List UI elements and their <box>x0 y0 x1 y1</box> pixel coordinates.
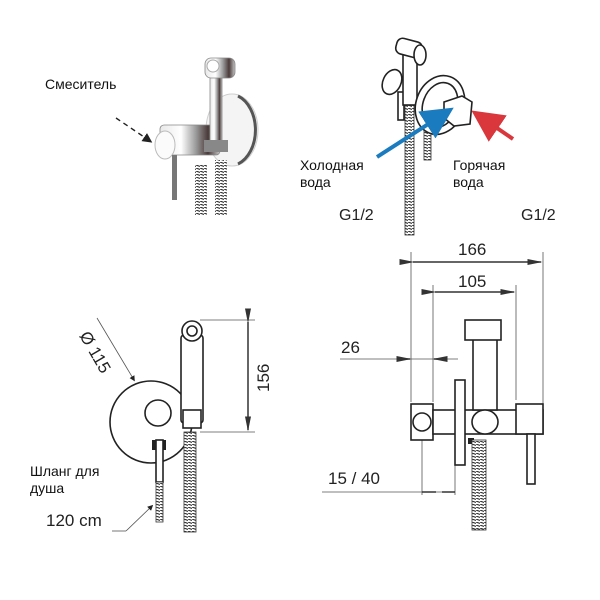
mixer-label: Смеситель <box>45 76 117 92</box>
mixer-side-view <box>322 252 544 531</box>
hot-water-label: Горячая вода <box>453 157 505 191</box>
hose-label-line2: душа <box>30 480 65 496</box>
thread-right-label: G1/2 <box>521 207 556 224</box>
cold-water-label-line2: вода <box>300 174 331 190</box>
connector-dimension: 26 <box>341 338 360 357</box>
inner-depth-dimension: 105 <box>458 272 487 291</box>
mixer-perspective-drawing <box>375 37 515 236</box>
thread-left-label: G1/2 <box>339 207 374 224</box>
hose-label-line1: Шланг для <box>30 463 100 479</box>
cold-water-label: Холодная вода <box>300 157 364 191</box>
mixer-photo <box>115 57 259 215</box>
overall-depth-dimension: 166 <box>458 240 487 259</box>
height-dimension: 156 <box>254 363 273 392</box>
mixer-front-view <box>96 308 255 533</box>
wall-offset-dimension: 15 / 40 <box>328 469 380 488</box>
hot-water-label-line1: Горячая <box>453 157 506 173</box>
hose-length-dimension: 120 cm <box>46 511 102 530</box>
hot-water-label-line2: вода <box>453 174 484 190</box>
hose-label: Шланг для душа <box>30 463 99 497</box>
cold-water-label-line1: Холодная <box>300 157 364 173</box>
